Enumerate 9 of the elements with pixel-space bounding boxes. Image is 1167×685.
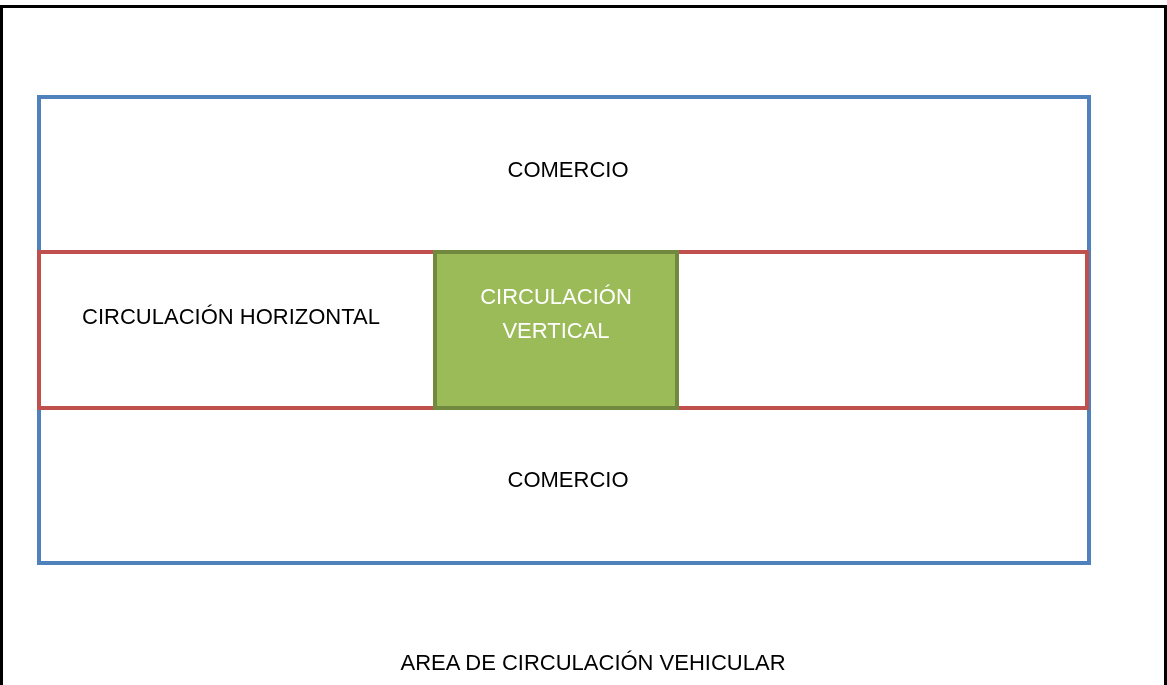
area-label: AREA DE CIRCULACIÓN VEHICULAR: [400, 649, 786, 677]
commerce-box: [37, 95, 1091, 565]
outer-area-box: [0, 5, 1167, 685]
area-label: COMERCIO: [507, 466, 629, 494]
area-label: CIRCULACIÓN HORIZONTAL: [82, 303, 380, 331]
horizontal-circulation-band: [37, 250, 1089, 410]
area-label: CIRCULACIÓN VERTICAL: [479, 283, 633, 345]
area-label: COMERCIO: [507, 156, 629, 184]
vertical-circulation-box: [433, 250, 679, 410]
